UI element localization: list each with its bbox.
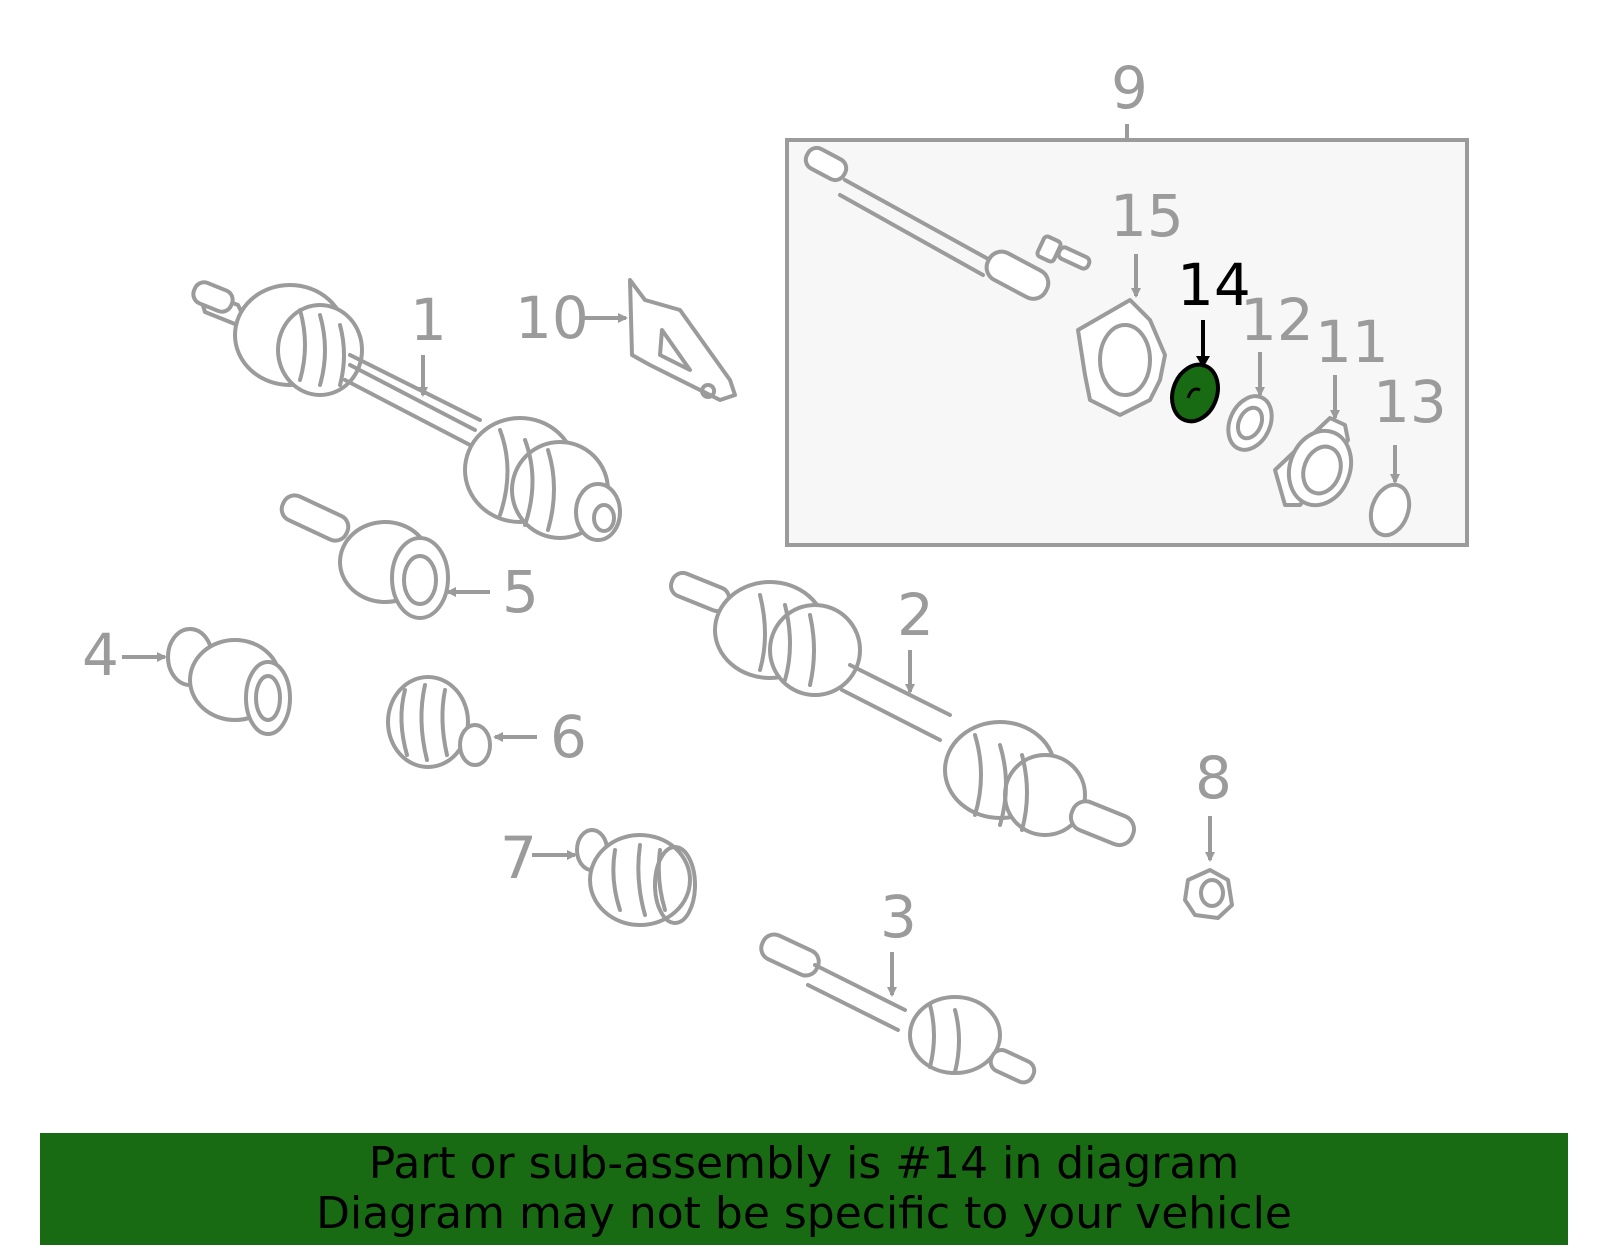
label-9: 9 <box>1111 54 1148 122</box>
part-15-housing[interactable] <box>1076 298 1167 417</box>
part-12-bearing[interactable] <box>1220 389 1280 457</box>
part-4-boot[interactable] <box>166 627 292 736</box>
part-7-boot[interactable] <box>575 828 697 927</box>
label-14: 14 <box>1177 251 1251 319</box>
part-13-snap-ring[interactable] <box>1364 479 1416 540</box>
label-8: 8 <box>1195 744 1232 812</box>
info-banner: Part or sub-assembly is #14 in diagram D… <box>40 1133 1568 1245</box>
part-14-seal[interactable] <box>1164 358 1225 428</box>
part-6-boot[interactable] <box>386 675 492 769</box>
label-2: 2 <box>897 581 934 649</box>
label-6: 6 <box>550 703 587 771</box>
bolt-icon <box>1035 234 1092 271</box>
part-1-axle-shaft[interactable] <box>190 279 622 542</box>
part-3-intermediate-shaft[interactable] <box>757 931 1037 1086</box>
part-9-shaft[interactable] <box>802 144 1053 303</box>
label-7: 7 <box>500 824 537 892</box>
label-5: 5 <box>502 558 539 626</box>
label-11: 11 <box>1315 308 1389 376</box>
label-3: 3 <box>880 883 917 951</box>
banner-line-1: Part or sub-assembly is #14 in diagram <box>368 1138 1240 1189</box>
part-2-axle-shaft[interactable] <box>668 570 1139 850</box>
part-11-hub[interactable] <box>1273 416 1361 514</box>
part-8-nut[interactable] <box>1183 868 1234 920</box>
label-4: 4 <box>82 621 119 689</box>
label-1: 1 <box>410 286 447 354</box>
part-5-cv-joint[interactable] <box>278 491 450 620</box>
label-10: 10 <box>515 284 589 352</box>
label-15: 15 <box>1110 182 1184 250</box>
banner-line-2: Diagram may not be specific to your vehi… <box>316 1188 1292 1239</box>
label-13: 13 <box>1373 368 1447 436</box>
label-12: 12 <box>1240 286 1314 354</box>
part-10-bracket[interactable] <box>628 278 737 402</box>
